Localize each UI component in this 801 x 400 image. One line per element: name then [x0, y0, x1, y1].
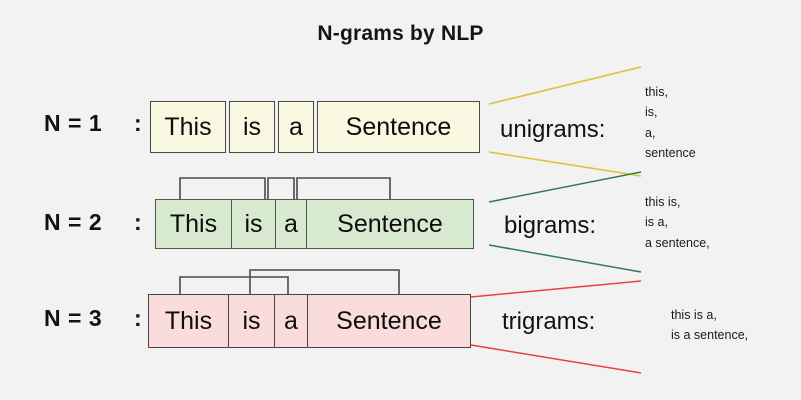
gram-label-bigrams: bigrams: [504, 212, 597, 239]
token-row-bigram: This is a Sentence [155, 199, 474, 249]
token-box[interactable]: Sentence [336, 306, 442, 335]
bracket-bigram-1 [179, 177, 266, 200]
bracket-bigram-2 [267, 177, 295, 200]
gram-item: this is, [645, 195, 681, 209]
row-label-n2: N = 2 [44, 209, 103, 235]
bracket-bigram-3 [296, 177, 391, 200]
row-colon-n1: : [134, 110, 142, 136]
token-box[interactable]: a [276, 200, 307, 248]
token-box[interactable]: This [156, 200, 232, 248]
connector-unigram-top [488, 66, 642, 105]
bracket-group-bigram [179, 177, 391, 200]
row-label-n3: N = 3 [44, 305, 103, 331]
connector-bigram-top [488, 171, 642, 203]
token-box[interactable]: Sentence [317, 101, 480, 153]
token-box[interactable]: This [149, 295, 229, 347]
row-colon-n2: : [134, 209, 142, 235]
bracket-group-trigram [179, 269, 400, 295]
gram-label-unigrams: unigrams: [500, 116, 606, 143]
gram-item: is a, [645, 215, 668, 230]
gram-item: this is a, [671, 308, 717, 322]
token-box[interactable]: is [232, 200, 276, 248]
connector-trigram-top [470, 280, 642, 298]
gram-list-trigrams: this is a, is a sentence, [671, 305, 748, 346]
token-box[interactable]: Sentence [337, 209, 443, 238]
row-colon-n3: : [134, 305, 142, 331]
token-box[interactable]: is [229, 295, 275, 347]
token-box[interactable]: is [229, 101, 275, 153]
token-box[interactable]: This [150, 101, 226, 153]
bracket-trigram-2 [249, 269, 400, 295]
gram-item: this, [645, 85, 668, 99]
gram-list-bigrams: this is, is a, a sentence, [645, 192, 710, 253]
gram-list-unigrams: this, is, a, sentence [645, 82, 696, 163]
gram-item: is, [645, 105, 658, 120]
token-row-trigram: This is a Sentence [148, 294, 471, 348]
gram-label-trigrams: trigrams: [502, 308, 596, 335]
connector-bigram-bottom [488, 244, 642, 273]
bracket-trigram-1 [179, 276, 289, 295]
row-label-n1: N = 1 [44, 110, 103, 136]
page-title: N-grams by NLP [317, 22, 484, 45]
connector-trigram-bottom [470, 344, 642, 374]
connector-unigram-bottom [488, 151, 642, 177]
token-box[interactable]: a [275, 295, 308, 347]
gram-item: a sentence, [645, 235, 710, 250]
gram-item: sentence [645, 145, 696, 160]
token-box[interactable]: a [278, 101, 314, 153]
gram-item: a, [645, 125, 656, 140]
token-row-unigram: This is a Sentence [150, 101, 480, 153]
gram-item: is a sentence, [671, 328, 749, 343]
